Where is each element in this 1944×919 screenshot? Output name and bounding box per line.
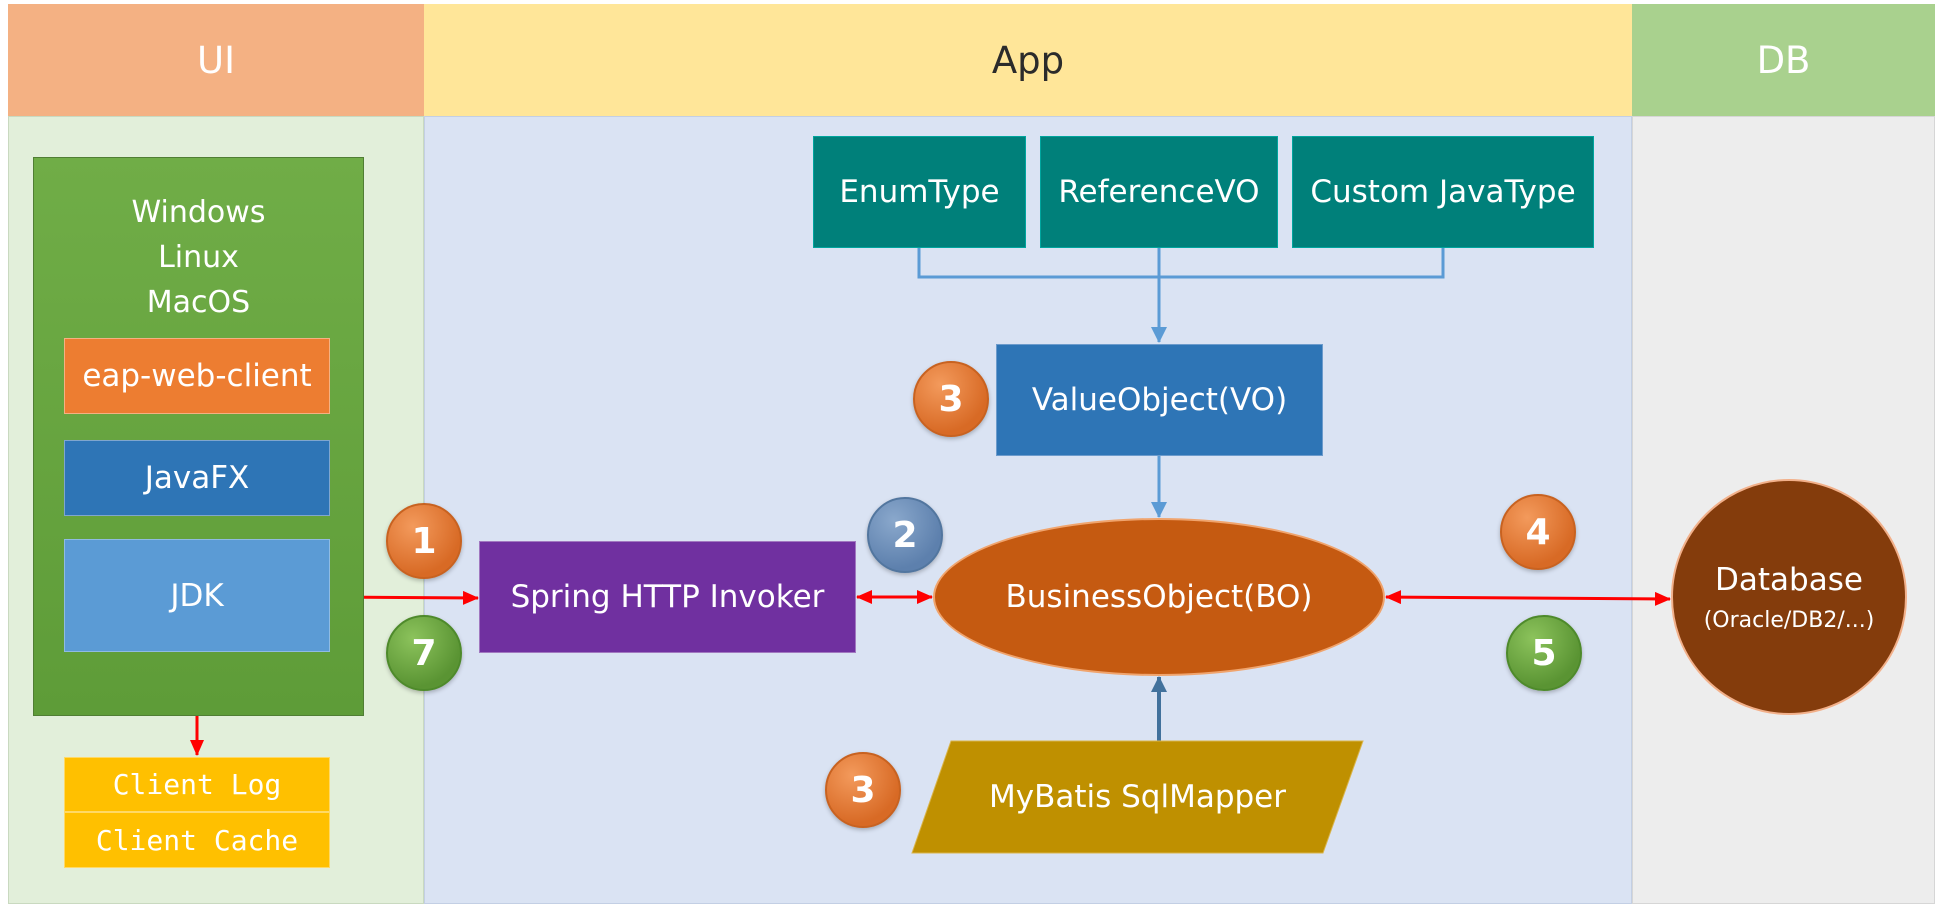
os-linux: Linux — [158, 240, 239, 275]
database-circle: Database (Oracle/DB2/...) — [1671, 479, 1907, 715]
reference-vo-label: ReferenceVO — [1058, 174, 1260, 210]
badge-2-number: 2 — [892, 514, 918, 556]
os-list: Windows Linux MacOS — [33, 190, 364, 322]
reference-vo-box: ReferenceVO — [1040, 136, 1278, 248]
os-windows: Windows — [131, 195, 266, 230]
badge-4-number: 4 — [1525, 511, 1551, 553]
badge-3-vo-number: 3 — [938, 378, 964, 420]
badge-5: 5 — [1506, 615, 1582, 691]
database-detail: (Oracle/DB2/...) — [1703, 607, 1875, 633]
client-log-box: Client Log — [64, 757, 330, 812]
database-label: Database — [1715, 561, 1863, 598]
lane-title-ui: UI — [197, 38, 235, 82]
enum-type-box: EnumType — [813, 136, 1026, 248]
web-client-label: eap-web-client — [82, 358, 312, 394]
web-client-box: eap-web-client — [64, 338, 330, 414]
badge-2: 2 — [867, 497, 943, 573]
custom-java-type-label: Custom JavaType — [1310, 174, 1576, 210]
badge-4: 4 — [1500, 494, 1576, 570]
badge-3-mapper: 3 — [825, 752, 901, 828]
lane-title-app: App — [991, 38, 1065, 82]
business-object-ellipse: BusinessObject(BO) — [933, 518, 1385, 676]
lane-header-ui: UI — [8, 4, 424, 116]
javafx-label: JavaFX — [144, 460, 250, 496]
client-cache-box: Client Cache — [64, 812, 330, 868]
mybatis-sqlmapper-shape — [911, 740, 1364, 854]
custom-java-type-box: Custom JavaType — [1292, 136, 1594, 248]
business-object-label: BusinessObject(BO) — [1005, 579, 1313, 615]
badge-1: 1 — [386, 503, 462, 579]
os-macos: MacOS — [146, 285, 251, 320]
lane-header-db: DB — [1632, 4, 1935, 116]
badge-5-number: 5 — [1531, 632, 1557, 674]
mybatis-sqlmapper-label: MyBatis SqlMapper — [988, 779, 1286, 815]
value-object-label: ValueObject(VO) — [1031, 382, 1288, 418]
client-cache-label: Client Cache — [95, 823, 299, 857]
mybatis-sqlmapper-text: MyBatis SqlMapper — [911, 740, 1364, 854]
jdk-label: JDK — [170, 577, 224, 614]
badge-3-mapper-number: 3 — [850, 769, 876, 811]
badge-1-number: 1 — [411, 520, 437, 562]
javafx-box: JavaFX — [64, 440, 330, 516]
spring-http-invoker-label: Spring HTTP Invoker — [510, 579, 825, 615]
lane-header-app: App — [424, 4, 1632, 116]
badge-7: 7 — [386, 615, 462, 691]
enum-type-label: EnumType — [839, 174, 1000, 210]
client-log-label: Client Log — [112, 768, 282, 801]
badge-7-number: 7 — [411, 632, 437, 674]
lane-title-db: DB — [1756, 38, 1811, 82]
spring-http-invoker-box: Spring HTTP Invoker — [479, 541, 856, 653]
jdk-box: JDK — [64, 539, 330, 652]
badge-3-vo: 3 — [913, 361, 989, 437]
value-object-box: ValueObject(VO) — [996, 344, 1323, 456]
